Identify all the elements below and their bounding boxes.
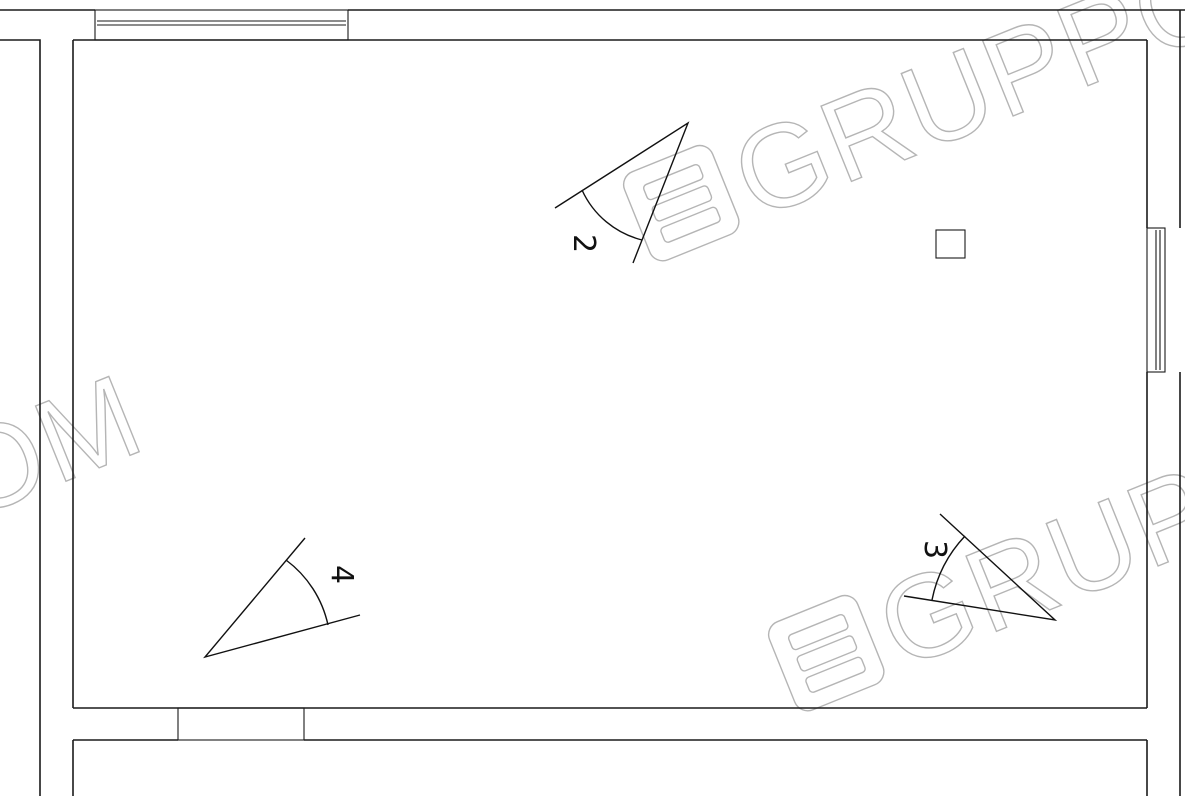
watermark-text-left: OM bbox=[0, 349, 160, 544]
camera-3: 3 bbox=[903, 513, 1058, 622]
watermark-bottom: GRUPP bbox=[767, 410, 1185, 712]
camera-3-angle-arc bbox=[931, 535, 966, 601]
bottom-door bbox=[177, 707, 305, 741]
camera-2-label: 2 bbox=[566, 234, 601, 253]
left-corridor-wall bbox=[0, 39, 41, 796]
sensor-square bbox=[935, 229, 966, 259]
camera-4: 4 bbox=[203, 537, 361, 659]
watermark-text-top: GRUPPOB bbox=[716, 0, 1185, 244]
watermark-text-bottom: GRUPP bbox=[861, 411, 1185, 694]
camera-3-label: 3 bbox=[917, 540, 952, 559]
e-logo-icon bbox=[622, 144, 740, 262]
walls bbox=[0, 9, 1185, 796]
camera-2-view-cone bbox=[554, 121, 690, 264]
camera-2-angle-arc bbox=[581, 189, 643, 241]
watermark: GRUPPOB GRUPP OM bbox=[0, 0, 1185, 712]
camera-3-view-cone bbox=[903, 513, 1058, 622]
camera-2: 2 bbox=[554, 121, 690, 264]
watermark-top: GRUPPOB bbox=[622, 0, 1185, 262]
watermark-left: OM bbox=[0, 348, 160, 544]
camera-4-view-cone bbox=[203, 537, 361, 659]
right-window bbox=[1146, 227, 1166, 373]
camera-4-angle-arc bbox=[285, 559, 329, 626]
camera-4-label: 4 bbox=[324, 565, 359, 584]
e-logo-icon bbox=[767, 594, 885, 712]
